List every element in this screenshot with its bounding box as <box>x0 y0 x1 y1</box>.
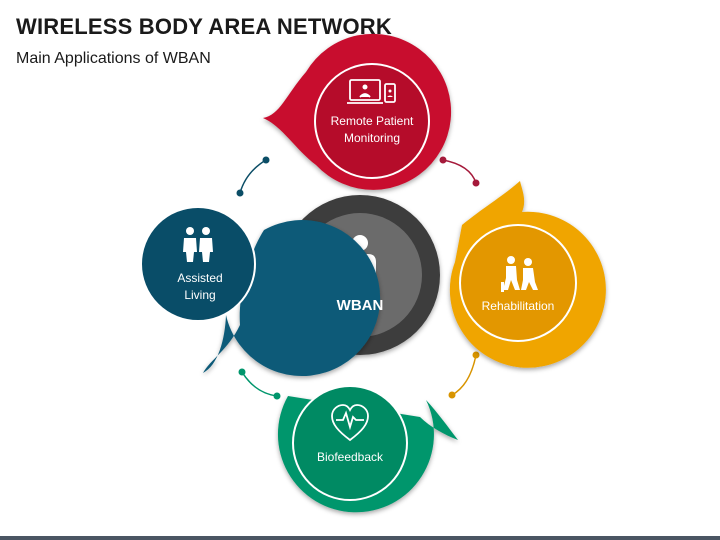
people-pair-icon <box>183 227 213 262</box>
label-assisted-living: Assisted Living <box>177 271 223 302</box>
connector-bottom-left <box>241 371 278 397</box>
connector-top-right <box>442 159 477 184</box>
node-rehabilitation <box>449 181 606 368</box>
node-assisted-living <box>140 206 381 377</box>
label-rehabilitation: Rehabilitation <box>481 299 555 313</box>
page-subtitle: Main Applications of WBAN <box>16 50 211 67</box>
footer-bar <box>0 536 720 540</box>
node-biofeedback <box>277 385 458 513</box>
node-remote-monitoring <box>263 33 452 190</box>
label-remote-monitoring: Remote Patient Monitoring <box>330 114 414 145</box>
connector-top-left <box>239 159 267 194</box>
connector-bottom-right <box>451 354 477 396</box>
connectors <box>236 156 480 400</box>
monitor-and-phone-icon <box>347 79 396 104</box>
label-biofeedback: Biofeedback <box>316 450 384 464</box>
heart-pulse-icon <box>331 404 369 442</box>
therapy-assist-icon <box>501 256 538 292</box>
page-title: WIRELESS BODY AREA NETWORK <box>16 14 392 39</box>
center-label: WBAN <box>336 297 384 314</box>
